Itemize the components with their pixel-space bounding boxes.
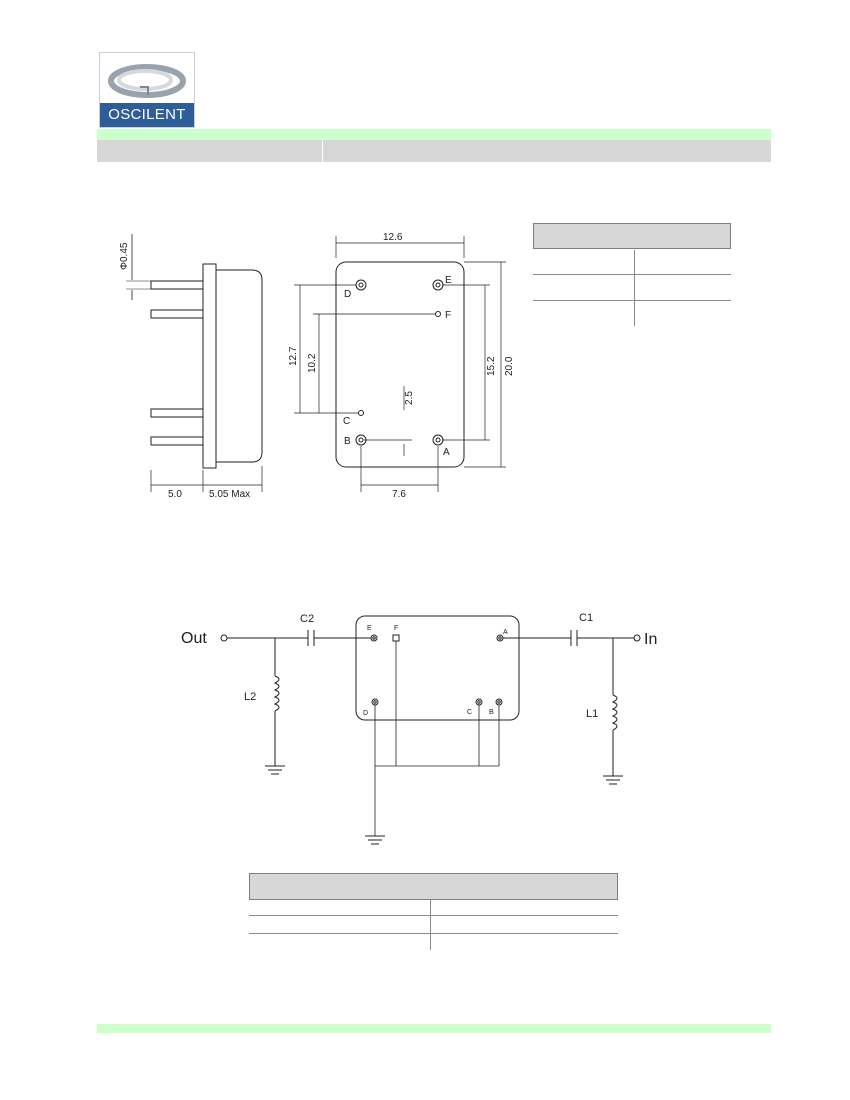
circuit-l2-label: L2 [244, 691, 256, 703]
pin-table-rule [533, 274, 731, 275]
test-circuit-diagram: Out In C2 C1 L2 L1 E F A D C B [181, 612, 657, 845]
pin-table-rule [533, 300, 731, 301]
pin-label-d: D [344, 289, 351, 300]
dim-width: 12.6 [383, 232, 403, 243]
circuit-pin-e: E [367, 625, 372, 632]
dim-d-to-c: 12.7 [288, 346, 299, 366]
pin-label-b: B [344, 436, 351, 447]
dim-b-to-a: 7.6 [392, 489, 406, 500]
circuit-c2-label: C2 [300, 613, 314, 625]
pin-label-e: E [445, 275, 452, 286]
dim-pin-diameter: Φ0.45 [119, 242, 130, 270]
header-gray-band [97, 140, 771, 162]
pin-table-header [533, 223, 731, 249]
dim-c-to-b: 2.5 [404, 391, 415, 405]
header-green-band [97, 129, 771, 140]
circuit-c1-label: C1 [579, 612, 593, 624]
pin-table-divider [634, 250, 635, 326]
dim-f-to-c: 10.2 [307, 353, 318, 373]
dimension-drawing: Φ0.45 12.6 12.7 10.2 2.5 15.2 20.0 5.0 5… [119, 232, 515, 500]
circuit-table-divider [430, 900, 431, 950]
dim-height: 20.0 [504, 356, 515, 376]
pin-label-f: F [445, 310, 451, 321]
circuit-pin-a: A [503, 629, 508, 636]
oscilent-logo: OSCILENT [99, 52, 195, 128]
dim-e-to-a: 15.2 [486, 356, 497, 376]
circuit-l1-label: L1 [586, 708, 598, 720]
footer-green-band [97, 1024, 771, 1033]
circuit-table-header [249, 873, 618, 900]
circuit-pin-b: B [489, 709, 494, 716]
circuit-table-rule [249, 933, 618, 934]
circuit-pin-d: D [363, 710, 368, 717]
circuit-table-rule [249, 915, 618, 916]
circuit-pin-c: C [467, 709, 472, 716]
pin-label-a: A [443, 447, 450, 458]
dim-body-height: 5.05 Max [209, 489, 250, 500]
logo-swirl-icon [108, 64, 186, 98]
circuit-in-label: In [644, 631, 657, 648]
logo-text: OSCILENT [100, 103, 194, 127]
circuit-out-label: Out [181, 630, 207, 647]
dim-pin-length: 5.0 [168, 489, 182, 500]
circuit-pin-f: F [394, 625, 398, 632]
pin-label-c: C [343, 416, 350, 427]
